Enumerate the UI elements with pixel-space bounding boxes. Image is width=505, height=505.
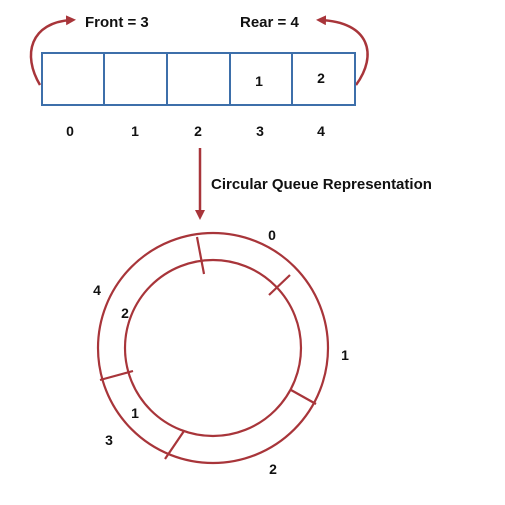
ring-divider-4 [99, 369, 134, 382]
ring-divider-1 [268, 274, 291, 296]
queue-index-4: 4 [317, 123, 325, 139]
queue-index-1: 1 [131, 123, 139, 139]
ring-slot-3-value: 1 [131, 405, 139, 421]
queue-index-2: 2 [194, 123, 202, 139]
queue-cell-0 [41, 52, 105, 106]
queue-cell-4-value: 2 [317, 70, 325, 86]
ring-index-1: 1 [341, 347, 349, 363]
front-label: Front = 3 [85, 14, 149, 31]
ring-index-0: 0 [268, 227, 276, 243]
diagram-caption: Circular Queue Representation [211, 176, 432, 193]
ring-slot-4-value: 2 [121, 305, 129, 321]
queue-cell-4 [291, 52, 356, 106]
queue-cell-3-value: 1 [255, 73, 263, 89]
circular-queue [96, 231, 330, 465]
queue-cell-1 [103, 52, 168, 106]
queue-index-3: 3 [256, 123, 264, 139]
ring-index-4: 4 [93, 282, 101, 298]
queue-index-0: 0 [66, 123, 74, 139]
ring-divider-0 [195, 236, 206, 275]
ring-outer [96, 231, 330, 465]
ring-divider-3 [164, 430, 185, 460]
linear-queue [41, 52, 356, 106]
ring-inner [123, 258, 303, 438]
ring-index-3: 3 [105, 432, 113, 448]
rear-pointer-arrow [316, 15, 369, 86]
queue-cell-2 [166, 52, 231, 106]
front-pointer-arrow [29, 15, 76, 86]
ring-divider-2 [290, 389, 317, 405]
rear-label: Rear = 4 [240, 14, 299, 31]
ring-index-2: 2 [269, 461, 277, 477]
